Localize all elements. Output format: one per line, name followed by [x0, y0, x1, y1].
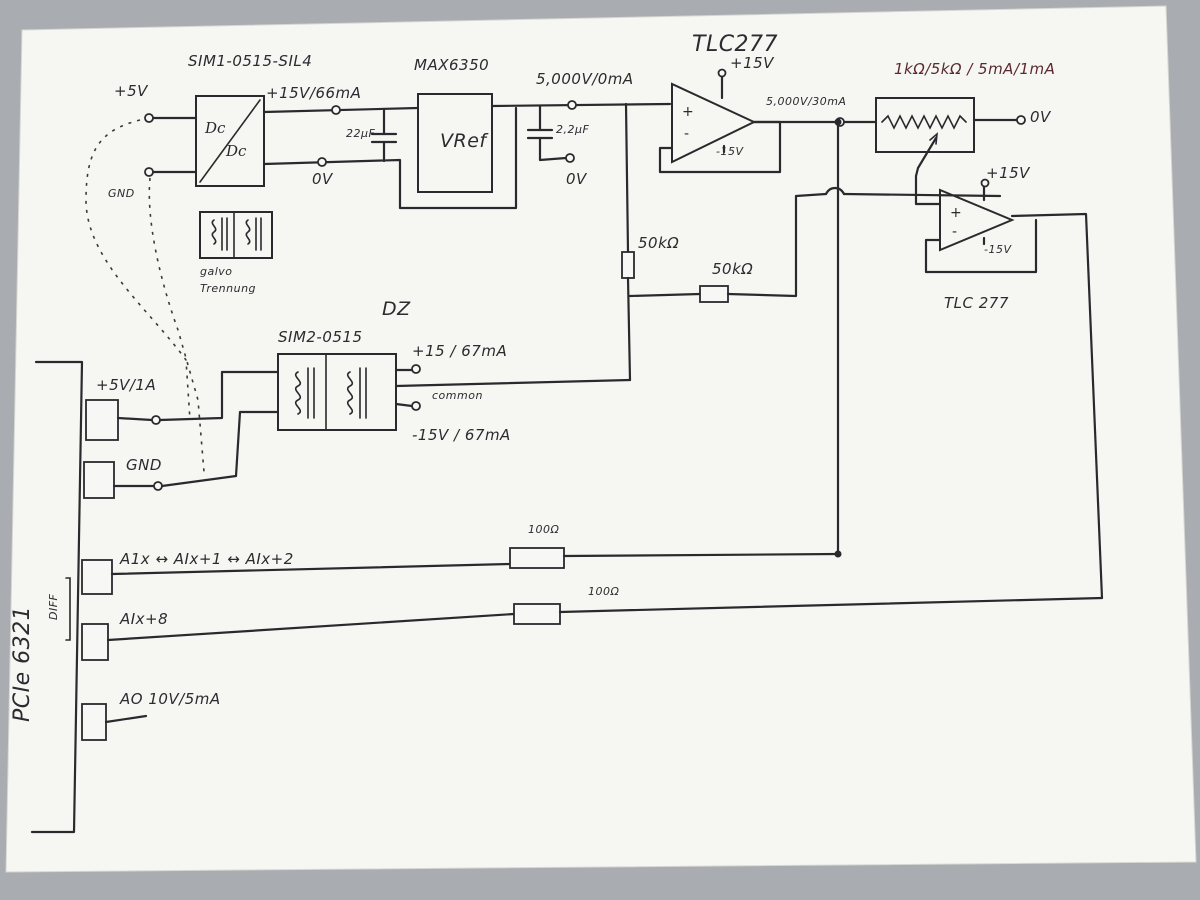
- svg-text:Dc: Dc: [225, 142, 247, 160]
- res-50k-b-label: 50kΩ: [712, 260, 754, 278]
- opamp1-vpos-label: +15V: [730, 54, 774, 72]
- vref-label: VRef: [440, 130, 487, 152]
- res-100-b-label: 100Ω: [588, 585, 620, 598]
- resistor-50k-a: [621, 251, 635, 279]
- cap1-label: 22µF: [346, 127, 376, 140]
- gnd-terminal: [144, 167, 154, 177]
- buffer-out-label: 5,000V/30mA: [766, 95, 847, 108]
- vin-label: +5V: [114, 82, 148, 100]
- res-100-a-label: 100Ω: [528, 523, 560, 536]
- svg-text:Dc: Dc: [204, 119, 226, 137]
- pcie-supply-label: +5V/1A: [96, 376, 157, 394]
- sim1-part-label: SIM1-0515-SIL4: [188, 52, 313, 70]
- pot-zero-label: 0V: [1030, 108, 1051, 126]
- pot-spec-label: 1kΩ/5kΩ / 5mA/1mA: [894, 60, 1056, 78]
- svg-text:-: -: [684, 126, 689, 142]
- gnd-label-top: GND: [108, 187, 135, 200]
- galvo-label: galvo Trennung: [200, 265, 257, 295]
- sim2-part-label: SIM2-0515: [278, 328, 363, 346]
- sim1-out-pos-label: +15V/66mA: [266, 84, 362, 102]
- resistor-100-b: [513, 603, 561, 625]
- tlc277-label-top: TLC277: [692, 32, 779, 57]
- pcie-card: [30, 360, 119, 834]
- sim2-pos-label: +15 / 67mA: [412, 342, 508, 360]
- paper-sheet: [5, 5, 1197, 873]
- dz-label: DZ: [382, 298, 411, 320]
- svg-text:+: +: [950, 205, 962, 221]
- opamp-2: + -: [914, 174, 1038, 274]
- ai-x8-label: AIx+8: [120, 610, 169, 628]
- sim1-out-zero-label: 0V: [312, 170, 333, 188]
- res-50k-a-label: 50kΩ: [638, 234, 680, 252]
- resistor-100-a: [509, 547, 565, 569]
- ao-label: AO 10V/5mA: [120, 690, 221, 708]
- galvanic-isolation-icon: [199, 211, 273, 259]
- svg-text:-: -: [952, 224, 957, 240]
- ref-out-label: 5,000V/0mA: [536, 70, 634, 88]
- opamp1-vneg-label: -15V: [716, 145, 744, 158]
- pcie-card-label: PCIe 6321: [10, 605, 35, 722]
- ai-chain-label: A1x ↔ AIx+1 ↔ AIx+2: [120, 550, 294, 568]
- capacitor-22uF: [370, 107, 398, 163]
- vin-terminal: [144, 113, 154, 123]
- max6350-reference: [417, 93, 493, 193]
- tlc277-label-right: TLC 277: [944, 294, 1009, 312]
- max6350-label: MAX6350: [414, 56, 490, 74]
- cap2-label: 2,2µF: [556, 123, 590, 136]
- resistor-50k-b: [699, 285, 729, 303]
- svg-text:+: +: [682, 104, 694, 120]
- sim2-common-label: common: [432, 389, 483, 402]
- ref-zero-label: 0V: [566, 170, 587, 188]
- sim2-neg-label: -15V / 67mA: [412, 426, 511, 444]
- sim1-converter: Dc Dc: [195, 95, 265, 187]
- potentiometer: [875, 97, 1026, 178]
- pcie-gnd-label: GND: [126, 456, 162, 474]
- capacitor-2.2uF: [526, 104, 575, 163]
- sim2-converter: [277, 353, 397, 431]
- diff-label: DIFF: [47, 593, 60, 620]
- opamp2-vneg-label: -15V: [984, 243, 1012, 256]
- opamp2-vpos-label: +15V: [986, 164, 1030, 182]
